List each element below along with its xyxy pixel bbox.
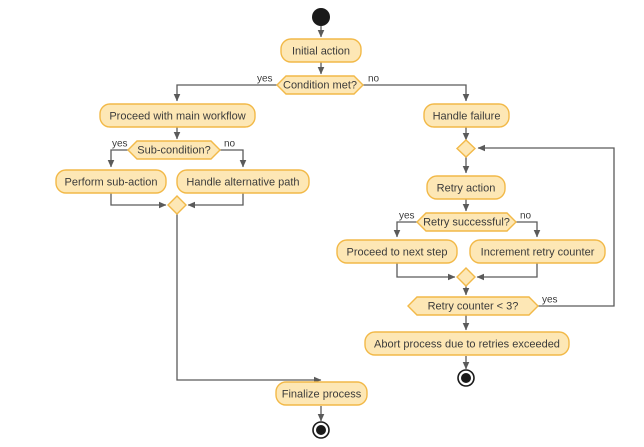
edge-retry-no-to-increment-counter — [516, 221, 541, 238]
edge-subcondition-yes-to-perform-sub-action — [107, 149, 128, 168]
decision-label: Retry counter < 3? — [428, 300, 519, 312]
edge-counter-yes-loopback-to-merge-retry — [477, 144, 615, 307]
edge-subcondition-no-to-handle-alternative — [220, 149, 247, 168]
edge-retry-yes-to-proceed-next — [393, 221, 417, 238]
merge-node-left-branch — [167, 195, 187, 215]
action-label: Handle alternative path — [186, 176, 299, 188]
action-node-increment-retry-counter[interactable]: Increment retry counter — [469, 239, 606, 264]
action-node-proceed-main-workflow[interactable]: Proceed with main workflow — [99, 103, 256, 128]
edge-label-retry-no: no — [520, 211, 532, 222]
merge-node-retry-loop — [455, 139, 477, 158]
edge-merge-left-to-finalize — [176, 214, 322, 384]
edge-increment-counter-to-merge-counter — [476, 263, 538, 281]
decision-node-sub-condition[interactable]: Sub-condition? — [127, 140, 221, 160]
action-node-initial-action[interactable]: Initial action — [280, 38, 362, 63]
action-label: Proceed with main workflow — [109, 110, 245, 122]
edge-label-counter-yes: yes — [542, 295, 558, 306]
edge-label-subcondition-no: no — [224, 139, 236, 150]
action-node-proceed-next-step[interactable]: Proceed to next step — [336, 239, 458, 264]
edge-proceed-next-to-merge-counter — [396, 263, 456, 281]
decision-label: Retry successful? — [423, 216, 510, 228]
action-label: Initial action — [292, 45, 350, 57]
action-label: Abort process due to retries exceeded — [374, 338, 560, 350]
edge-condition-yes-to-proceed-main — [173, 84, 277, 102]
action-label: Retry action — [437, 182, 496, 194]
edge-label-retry-yes: yes — [399, 211, 415, 222]
initial-node — [312, 8, 330, 26]
action-label: Finalize process — [282, 388, 362, 400]
edge-perform-sub-action-to-merge-left — [110, 193, 167, 209]
edge-label-subcondition-yes: yes — [112, 139, 128, 150]
edge-label-condition-yes: yes — [257, 74, 273, 85]
action-node-perform-sub-action[interactable]: Perform sub-action — [55, 169, 167, 194]
action-node-abort-process[interactable]: Abort process due to retries exceeded — [364, 331, 570, 356]
edge-label-condition-no: no — [368, 74, 380, 85]
action-label: Perform sub-action — [65, 176, 158, 188]
decision-label: Sub-condition? — [137, 144, 210, 156]
action-label: Proceed to next step — [347, 246, 448, 258]
final-node-finalize — [312, 421, 330, 439]
decision-label: Condition met? — [283, 79, 357, 91]
decision-node-retry-successful[interactable]: Retry successful? — [416, 212, 517, 232]
decision-node-condition-met[interactable]: Condition met? — [276, 75, 364, 95]
final-node-abort — [457, 369, 475, 387]
action-node-handle-alternative-path[interactable]: Handle alternative path — [176, 169, 310, 194]
action-node-retry-action[interactable]: Retry action — [426, 175, 506, 200]
edge-condition-no-to-handle-failure — [363, 84, 470, 102]
decision-node-retry-counter-lt3[interactable]: Retry counter < 3? — [407, 296, 539, 316]
action-node-handle-failure[interactable]: Handle failure — [423, 103, 510, 128]
edge-handle-alternative-to-merge-left — [187, 193, 244, 209]
action-node-finalize-process[interactable]: Finalize process — [275, 381, 368, 406]
action-label: Handle failure — [433, 110, 501, 122]
action-label: Increment retry counter — [481, 246, 595, 258]
merge-node-retry-counter — [456, 267, 476, 287]
